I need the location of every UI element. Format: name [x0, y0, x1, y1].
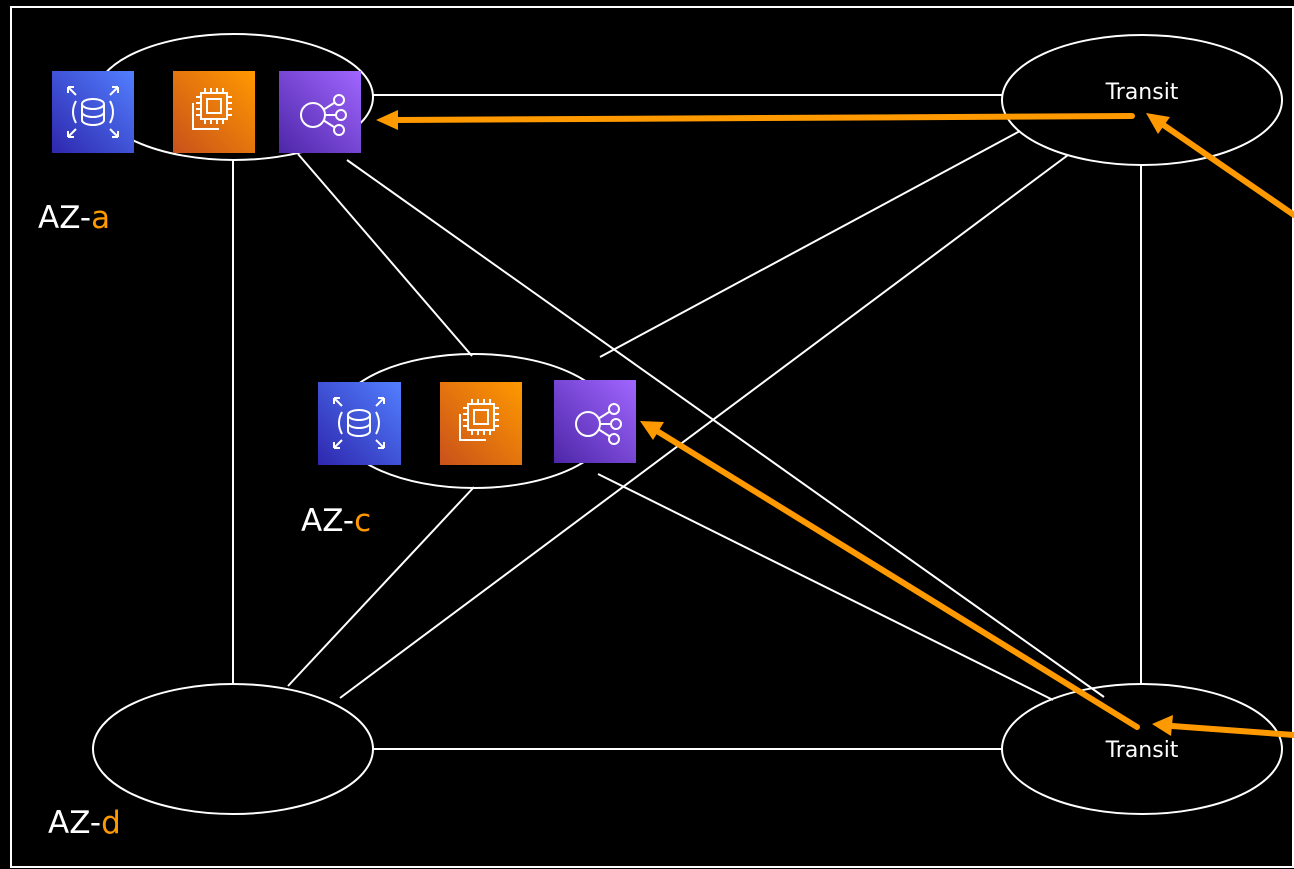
az-d-ellipse — [92, 683, 374, 815]
az-d-label: AZ-d — [48, 808, 121, 839]
transit-top-ellipse — [1001, 34, 1283, 166]
rds-icon — [52, 71, 134, 153]
arrow-transit-bottom-to-endpoint-c — [640, 421, 1140, 730]
transit-top-label: Transit — [1105, 80, 1179, 105]
az-c-label: AZ-c — [301, 506, 371, 537]
az-label-prefix: AZ- — [48, 805, 102, 841]
az-a-icons — [52, 71, 361, 153]
ec2-icon — [440, 382, 522, 465]
arrow-external-to-transit-bottom — [1152, 715, 1294, 738]
traffic-arrows — [376, 110, 1294, 738]
az-label-suffix: d — [101, 805, 121, 841]
vpc-endpoint-icon — [554, 380, 636, 463]
transit-bottom-ellipse — [1001, 683, 1283, 815]
az-label-prefix: AZ- — [301, 503, 355, 539]
mesh-connections — [232, 94, 1142, 750]
az-label-suffix: a — [91, 200, 111, 236]
connection-c-transit-top — [599, 130, 1021, 358]
connection-c-transit-bottom — [597, 473, 1054, 701]
ec2-icon — [173, 71, 255, 153]
transit-bottom-label: Transit — [1105, 738, 1179, 763]
connection-d-transit-top — [339, 154, 1069, 699]
connection-c-d — [287, 486, 475, 687]
vpc-endpoint-icon — [279, 71, 361, 153]
az-label-prefix: AZ- — [38, 200, 92, 236]
arrow-external-to-transit-top — [1146, 113, 1294, 218]
arrow-transit-top-to-endpoint-a — [376, 110, 1135, 130]
az-a-label: AZ-a — [38, 203, 110, 234]
connection-a-transit-bottom — [346, 159, 1105, 698]
connection-a-c — [297, 153, 473, 357]
region-boundary — [10, 6, 1294, 868]
az-label-suffix: c — [354, 503, 372, 539]
rds-icon — [318, 382, 401, 465]
az-c-icons — [318, 380, 636, 465]
